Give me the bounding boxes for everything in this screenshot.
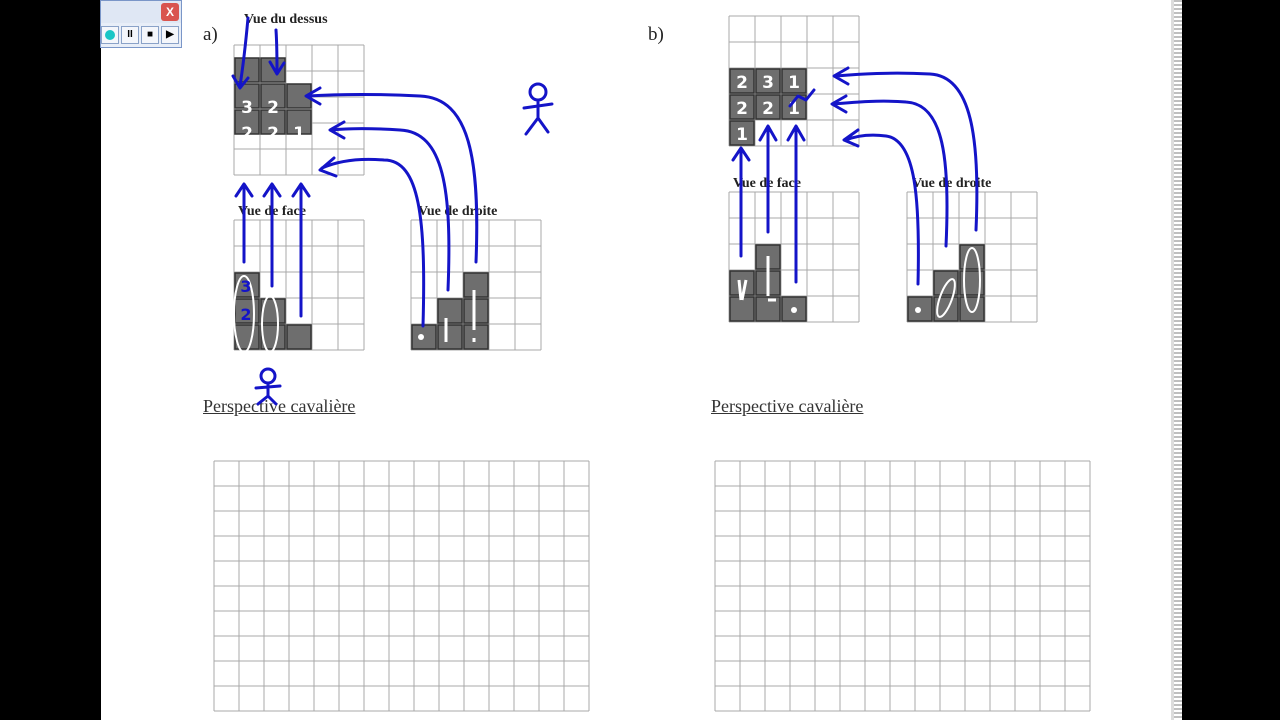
stick-figure-icon [254, 367, 282, 406]
filled-cell [729, 94, 755, 120]
top-view-label-a: Vue du dessus [244, 12, 328, 27]
ink-arrow-up [291, 182, 311, 318]
cell-height-digit: 2 [736, 73, 748, 93]
stick-figure-icon [522, 82, 554, 136]
ink-arrow-curve [832, 66, 979, 232]
ink-arrow-up [786, 124, 806, 284]
chalk-dot [915, 307, 921, 313]
filled-cell [729, 270, 755, 296]
ink-arrow-up [758, 124, 778, 234]
ink-check [788, 88, 816, 108]
ink-arrow-up [234, 182, 254, 264]
cell-height-digit: 2 [267, 98, 279, 118]
chalk-mark [737, 279, 748, 301]
filled-cell [437, 324, 463, 350]
cell-height-digit: 1 [736, 125, 748, 145]
chalk-dot [791, 307, 797, 313]
cell-height-digit: 1 [788, 73, 800, 93]
filled-cell [260, 109, 286, 135]
right-view-grid-b [906, 191, 1038, 323]
perspective-grid-a [213, 460, 590, 712]
filled-cell [729, 296, 755, 322]
perspective-grid-b [714, 460, 1091, 712]
close-button[interactable]: X [161, 3, 179, 21]
ink-arrow-curve [842, 128, 920, 286]
cell-height-digit: 3 [762, 73, 774, 93]
filled-cell [755, 94, 781, 120]
exercise-a-label: a) [203, 24, 218, 45]
ink-arrow-down [268, 28, 286, 76]
right-view-label-b: Vue de droite [912, 176, 992, 191]
cell-height-digit: 1 [293, 150, 305, 170]
top-view-grid-b [728, 15, 860, 147]
pause-button[interactable]: II [121, 26, 139, 44]
cell-height-digit: 2 [736, 99, 748, 119]
ink-arrow-curve [830, 94, 949, 248]
filled-cell [729, 120, 755, 146]
ink-digit: 3 [240, 277, 251, 296]
chalk-ellipse [963, 247, 981, 313]
cell-height-digit: 1 [241, 150, 253, 170]
filled-cell [755, 68, 781, 94]
exercise-b-label: b) [648, 24, 664, 45]
filled-cell [463, 298, 489, 324]
filled-cell [260, 83, 286, 109]
ink-arrow-curve [328, 120, 451, 292]
cell-height-digit: 3 [241, 98, 253, 118]
filled-cell [781, 68, 807, 94]
cell-height-digit: 1 [267, 150, 279, 170]
ink-arrow-curve [318, 156, 426, 328]
page-edge [1171, 0, 1174, 720]
chalk-dot [418, 334, 424, 340]
cell-height-digit: 1 [293, 124, 305, 144]
cell-height-digit: 2 [762, 99, 774, 119]
record-button[interactable] [101, 26, 119, 44]
filled-cell [260, 57, 286, 83]
filled-cell [234, 272, 260, 298]
filled-cell [729, 68, 755, 94]
filled-cell [234, 109, 260, 135]
filled-cell [959, 296, 985, 322]
chalk-ellipse [233, 275, 255, 353]
cell-height-digit: 2 [241, 124, 253, 144]
vertical-scrollbar[interactable] [1174, 0, 1182, 720]
chalk-ellipse [936, 278, 956, 318]
ink-arrow-up [731, 146, 751, 258]
ink-arrow-up [262, 182, 282, 288]
ink-digit: 2 [240, 305, 251, 324]
recorder-toolbar: X II ■ ▶ [100, 0, 182, 48]
perspective-label-b: Perspective cavalière [711, 396, 864, 416]
filled-cell [463, 324, 489, 350]
perspective-label-a: Perspective cavalière [203, 396, 356, 416]
stop-button[interactable]: ■ [141, 26, 159, 44]
filled-cell [286, 109, 312, 135]
chalk-mark [766, 256, 776, 302]
filled-cell [437, 298, 463, 324]
filled-cell [463, 272, 489, 298]
play-button[interactable]: ▶ [161, 26, 179, 44]
chalk-ellipse [261, 295, 279, 353]
ink-arrow-curve [304, 86, 479, 264]
cell-height-digit: 1 [788, 99, 800, 119]
filled-cell [286, 324, 312, 350]
ink-arrow-down [231, 16, 250, 90]
cell-height-digit: 2 [267, 124, 279, 144]
front-view-grid-b [728, 191, 860, 323]
